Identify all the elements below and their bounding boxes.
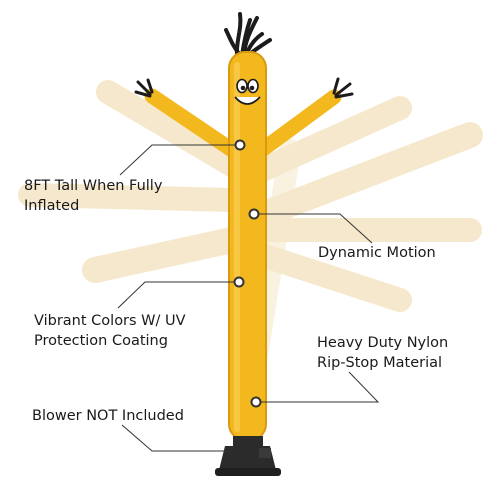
body-highlight <box>234 62 240 432</box>
leader-motion <box>254 213 373 244</box>
callout-blower-label: Blower NOT Included <box>32 406 184 426</box>
dot-nylon <box>250 396 262 408</box>
callout-vibrant-label: Vibrant Colors W/ UV Protection Coating <box>34 311 186 351</box>
ghost-arm-left-bottom <box>82 227 245 283</box>
right-arm <box>254 89 342 158</box>
dot-motion <box>248 208 260 220</box>
callout-vibrant-line-2: Protection Coating <box>34 333 168 349</box>
callout-nylon-label: Heavy Duty Nylon Rip-Stop Material <box>317 333 448 373</box>
callout-nylon-line-2: Rip-Stop Material <box>317 355 443 371</box>
motion-blur-ghosts <box>18 80 483 441</box>
callout-motion-line-1: Dynamic Motion <box>318 245 436 261</box>
callout-vibrant-line-1: Vibrant Colors W/ UV <box>34 313 186 329</box>
callout-dots <box>233 139 262 408</box>
ghost-arm-left-upper <box>96 80 244 177</box>
callout-tall-label: 8FT Tall When Fully Inflated <box>24 176 162 216</box>
left-hand-fringe <box>134 78 154 98</box>
callout-nylon-line-1: Heavy Duty Nylon <box>317 335 449 351</box>
right-hand-fringe <box>332 77 354 99</box>
hair-streamers <box>224 12 272 57</box>
leader-tall <box>119 144 240 176</box>
callout-blower-line-1: Blower NOT Included <box>32 408 184 424</box>
leader-nylon <box>256 371 380 403</box>
dot-vibrant <box>233 276 245 288</box>
callout-tall-line-2: Inflated <box>24 198 80 214</box>
smile <box>234 96 261 105</box>
ghost-arm-right-bottom <box>250 243 412 312</box>
face <box>234 78 261 105</box>
ghost-arm-right-upper <box>250 96 412 182</box>
ghost-arm-right-mid <box>249 122 483 228</box>
arms <box>134 77 354 158</box>
callout-tall-line-1: 8FT Tall When Fully <box>24 178 163 194</box>
leader-vibrant <box>117 281 239 309</box>
left-arm <box>144 88 240 158</box>
ghost-arm-left-lower <box>18 183 244 212</box>
base-mount <box>215 436 281 476</box>
callout-motion-label: Dynamic Motion <box>318 243 436 263</box>
dot-tall <box>234 139 246 151</box>
leader-blower <box>121 424 230 452</box>
leader-lines <box>117 144 380 452</box>
